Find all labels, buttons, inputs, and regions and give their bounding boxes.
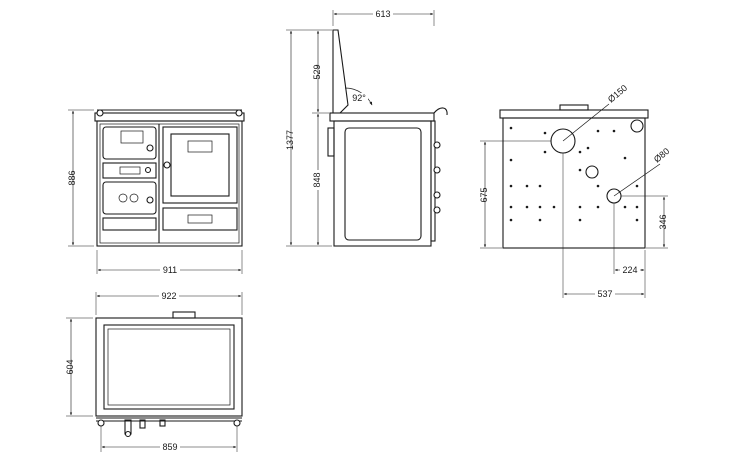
top-width-label: 922: [161, 291, 176, 301]
side-upper-height-label: 529: [312, 64, 322, 79]
firebox-door: [102, 126, 157, 160]
lid-angle-arc: [344, 87, 373, 106]
top-flue-collar: [172, 311, 196, 319]
oven-door: [162, 126, 238, 204]
top-plate-outline: [95, 317, 243, 417]
lid-angle-label: 92°: [352, 93, 366, 103]
flue-small-label: Ø80: [652, 146, 671, 165]
rear-port-top-right: [630, 119, 644, 133]
rail-knob-right: [235, 109, 243, 117]
firebox-door-knob: [146, 144, 154, 152]
left-base-drawer: [102, 217, 157, 231]
flue-small-leader: [613, 163, 661, 197]
small-offset-label: 224: [622, 265, 637, 275]
side-flue-stub: [327, 127, 335, 157]
small-height-label: 346: [658, 214, 668, 229]
hob-surface: [103, 324, 235, 410]
ash-door: [102, 181, 157, 215]
top-view: 922 604 859: [65, 290, 243, 452]
front-width-label: 911: [163, 265, 177, 275]
side-body: [333, 120, 432, 247]
oven-handle-knob: [163, 161, 171, 169]
side-top-plate: [329, 112, 435, 122]
rear-port-middle: [585, 165, 599, 179]
side-view: 92° 613 1377 529 848: [285, 8, 448, 247]
oven-drawer: [162, 207, 238, 231]
raised-lid: [332, 29, 349, 114]
side-panel: [344, 127, 422, 241]
front-view: 911 886: [67, 109, 245, 275]
side-total-height-label: 1377: [285, 130, 295, 150]
rear-rivets: [509, 126, 639, 222]
large-offset-label: 537: [597, 289, 612, 299]
side-depth-label: 613: [375, 9, 390, 19]
rail-knob-left: [96, 109, 104, 117]
front-height-label: 886: [67, 170, 77, 185]
top-knob-2: [139, 419, 146, 429]
front-body: [96, 120, 243, 247]
flue-large-leader: [562, 103, 610, 142]
flue-large-label: Ø150: [606, 83, 629, 105]
side-lower-height-label: 848: [312, 172, 322, 187]
top-depth-label: 604: [65, 359, 75, 374]
rear-view: Ø150 Ø80 675 346 224 537: [479, 83, 671, 299]
side-rail-handle: [433, 107, 448, 116]
rear-top-plate: [499, 109, 649, 119]
flue-height-label: 675: [479, 187, 489, 202]
front-top-plate: [94, 112, 245, 122]
oven-window: [170, 133, 230, 197]
ash-drawer-upper: [102, 162, 157, 179]
top-bottom-width-label: 859: [162, 442, 177, 452]
